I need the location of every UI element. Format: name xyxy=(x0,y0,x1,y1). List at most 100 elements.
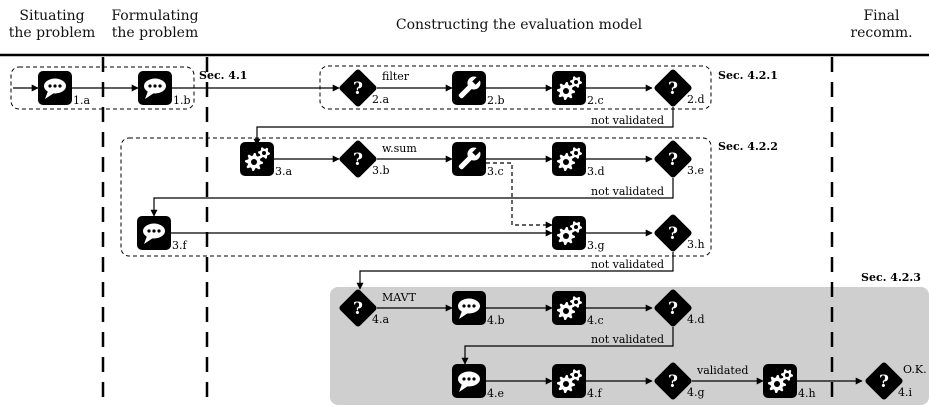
phase-header-situating-label: Situating the problem xyxy=(8,8,96,41)
node-label: 3.g xyxy=(587,239,605,252)
node-label: 4.g xyxy=(687,386,705,399)
question-diamond-icon: ? xyxy=(339,140,377,178)
node-2-d: ? 2.d xyxy=(654,69,705,107)
node-4-e: 4.e xyxy=(452,364,504,400)
svg-text:?: ? xyxy=(353,79,363,99)
node-4-c: 4.c xyxy=(552,291,604,327)
node-3-h: ?3.h xyxy=(654,214,705,252)
edge-2d-3a xyxy=(253,107,674,146)
question-diamond-icon: ? xyxy=(339,69,377,107)
node-3-a: 3.a xyxy=(240,142,292,178)
node-3-e: ? 3.e xyxy=(654,140,704,178)
node-label: 2.b xyxy=(487,94,505,107)
node-label: 4.a xyxy=(372,313,389,326)
question-diamond-icon: ? xyxy=(865,362,903,400)
edge-3e-3f xyxy=(150,178,674,217)
gears-icon xyxy=(552,71,586,105)
edge-label-not-validated-4: not validated xyxy=(591,333,664,346)
node-label: 4.d xyxy=(687,313,705,326)
node-4-i: ?4.i xyxy=(865,362,912,400)
svg-text:?: ? xyxy=(668,372,678,392)
gears-icon xyxy=(552,142,586,176)
node-2-c: 2.c xyxy=(552,71,604,107)
node-label: 4.b xyxy=(487,314,505,327)
node-label: 2.a xyxy=(372,93,389,106)
phase-header-constructing-label: Constructing the evaluation model xyxy=(395,17,643,33)
gears-icon xyxy=(552,216,586,250)
section-label-4-1: Sec. 4.1 xyxy=(199,69,247,82)
edge-label-not-validated-1: not validated xyxy=(591,114,664,127)
phase-header-situating: Situating the problem xyxy=(2,8,102,42)
node-label: 4.h xyxy=(798,387,816,400)
node-2-b: 2.b xyxy=(452,71,505,107)
node-3-c: 3.c xyxy=(452,142,504,178)
node-label: 4.c xyxy=(587,314,604,327)
edge-4d-4e xyxy=(461,327,674,365)
phase-header-formulating: Formulating the problem xyxy=(104,8,206,42)
edge-3c-3g-dashed xyxy=(486,162,553,229)
section-label-4-2-3: Sec. 4.2.3 xyxy=(861,271,921,284)
edge-label-validated: validated xyxy=(696,364,748,377)
node-label: 3.c xyxy=(487,165,504,178)
phase-header-final-label: Final recomm. xyxy=(850,8,913,41)
section-label-4-2-2: Sec. 4.2.2 xyxy=(718,140,778,153)
node-label: 4.f xyxy=(587,387,602,400)
gears-icon xyxy=(763,364,797,398)
node-3-f: 3.f xyxy=(137,216,187,252)
phase-header-constructing: Constructing the evaluation model xyxy=(208,17,830,34)
node-label: 2.d xyxy=(687,93,705,106)
svg-text:?: ? xyxy=(668,299,678,319)
node-label: 3.e xyxy=(687,164,704,177)
node-label: 1.a xyxy=(73,94,90,107)
node-label: 3.d xyxy=(587,165,605,178)
gears-icon xyxy=(240,142,274,176)
node-3-g: 3.g xyxy=(552,216,605,252)
phase-header-final: Final recomm. xyxy=(834,8,929,42)
edge-label-not-validated-2: not validated xyxy=(591,185,664,198)
edge-label-wsum: w.sum xyxy=(382,142,417,155)
node-2-a: ? 2.a xyxy=(339,69,389,107)
edge-label-filter: filter xyxy=(382,70,410,83)
node-label: 4.e xyxy=(487,387,504,400)
svg-text:?: ? xyxy=(668,150,678,170)
node-4-f: 4.f xyxy=(552,364,602,400)
node-1-b: 1.b xyxy=(138,71,191,107)
node-label: 2.c xyxy=(587,94,604,107)
speech-bubble-icon xyxy=(452,291,486,325)
node-3-b: ?3.b xyxy=(339,140,390,178)
question-diamond-icon: ? xyxy=(654,140,692,178)
edge-label-mavt: MAVT xyxy=(382,291,417,304)
svg-text:?: ? xyxy=(353,299,363,319)
node-3-d: 3.d xyxy=(552,142,605,178)
gears-icon xyxy=(552,291,586,325)
node-4-a: ? 4.a xyxy=(339,289,389,327)
section-label-4-2-1: Sec. 4.2.1 xyxy=(718,69,778,82)
phase-header-formulating-label: Formulating the problem xyxy=(111,8,199,41)
edge-label-ok: O.K. xyxy=(903,363,927,376)
node-label: 3.b xyxy=(372,164,390,177)
gears-icon xyxy=(552,364,586,398)
svg-text:?: ? xyxy=(668,224,678,244)
node-label: 1.b xyxy=(173,94,191,107)
speech-bubble-icon xyxy=(137,216,171,250)
node-4-b: 4.b xyxy=(452,291,505,327)
question-diamond-icon: ? xyxy=(654,362,692,400)
svg-text:?: ? xyxy=(879,372,889,392)
question-diamond-icon: ? xyxy=(654,289,692,327)
node-4-h: 4.h xyxy=(763,364,816,400)
speech-bubble-icon xyxy=(452,364,486,398)
speech-bubble-icon xyxy=(138,71,172,105)
wrench-icon xyxy=(452,142,486,176)
wrench-icon xyxy=(452,71,486,105)
node-1-a: 1.a xyxy=(38,71,90,107)
edge-3h-4a xyxy=(356,252,674,290)
node-4-g: ? 4.g xyxy=(654,362,705,400)
question-diamond-icon: ? xyxy=(654,69,692,107)
speech-bubble-icon xyxy=(38,71,72,105)
question-diamond-icon: ? xyxy=(339,289,377,327)
svg-text:?: ? xyxy=(668,79,678,99)
question-diamond-icon: ? xyxy=(654,214,692,252)
